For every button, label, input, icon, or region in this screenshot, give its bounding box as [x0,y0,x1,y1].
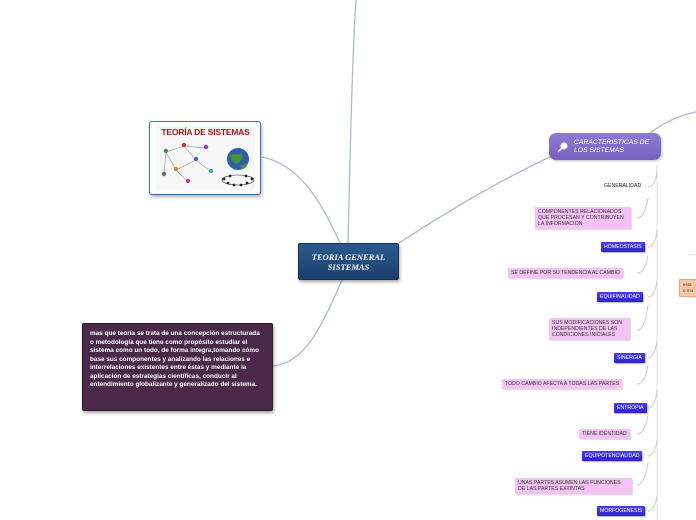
item-homeostasis[interactable]: HOMEOSTASIS [601,242,645,252]
item-componentes-relacionados[interactable]: COMPONENTES RELACIONADOS QUE PROCESAN Y … [535,207,631,229]
image-card[interactable]: TEORÍA DE SISTEMAS [149,121,261,195]
item-modificaciones-independientes[interactable]: SUS MODIFICACIONES SON INDEPENDIENTES DE… [549,318,630,340]
item-generalidad[interactable]: GENERALIDAD [604,183,641,189]
characteristics-topic[interactable]: CARACTERISTICAS DE LOS SISTEMAS [549,133,661,160]
central-topic[interactable]: TEORIA GENERAL SISTEMAS [298,243,399,280]
edge-note[interactable]: esta o mu [679,279,696,297]
item-todo-cambio-afecta[interactable]: TODO CAMBIO AFECTA A TODAS LAS PARTES [502,379,622,389]
network-illustration [156,126,255,190]
characteristics-label: CARACTERISTICAS DE LOS SISTEMAS [574,139,658,155]
definition-text: mas que teoría se trata de una concepció… [90,330,260,388]
central-topic-label: TEORIA GENERAL SISTEMAS [299,252,398,272]
systems-illustration: TEORÍA DE SISTEMAS [156,126,255,190]
item-morfogenesis[interactable]: MORFOGENESIS [597,506,645,516]
item-equipotencialidad[interactable]: EQUIPOTENCIALIDAD [582,451,642,461]
item-equifinalidad[interactable]: EQUIFINALIDAD [597,292,643,302]
definition-note[interactable]: mas que teoría se trata de una concepció… [82,323,273,411]
edge-note-line2: o mu [683,288,695,294]
item-sinergia[interactable]: SINERGIA [614,353,645,363]
item-partes-asumen-funciones[interactable]: UNAS PARTES ASUMEN LAS FUNCIONES DE LAS … [515,478,632,494]
item-tendencia-al-cambio[interactable]: SE DEFINE POR SU TENDENCIA AL CAMBIO [508,268,623,278]
item-entropia[interactable]: ENTROPIA [614,403,647,413]
item-tiene-identidad[interactable]: TIENE IDENTIDAD [579,429,630,439]
magnifier-icon [557,141,569,153]
